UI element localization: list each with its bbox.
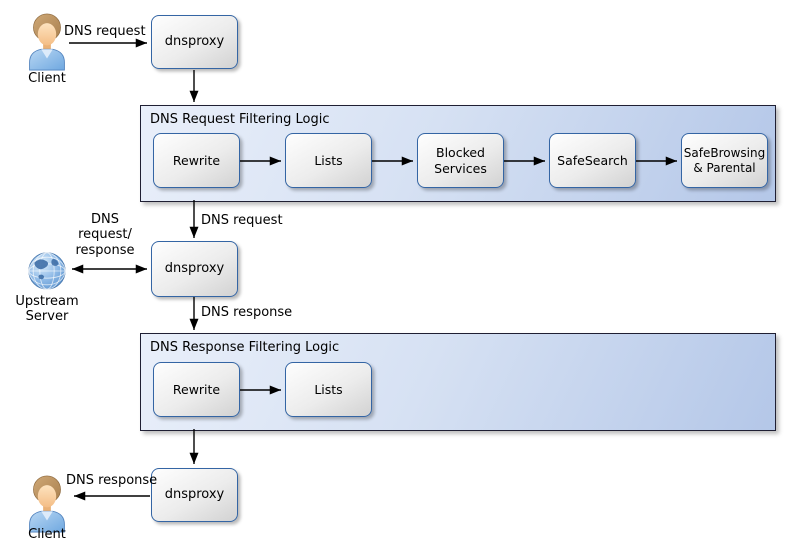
upstream-server-label: Upstream Server <box>15 294 79 325</box>
dnsproxy-top-node: dnsproxy <box>151 15 238 69</box>
edge-label-proxy-response: DNS response <box>201 305 293 320</box>
client-top-label: Client <box>28 71 66 86</box>
person-icon <box>25 474 69 534</box>
dnsproxy-bottom-node: dnsproxy <box>151 468 238 522</box>
globe-icon <box>26 250 68 292</box>
step-rewrite-response: Rewrite <box>153 362 240 417</box>
step-blocked-services: Blocked Services <box>417 133 504 188</box>
edge-label-client-request: DNS request <box>64 24 146 39</box>
response-filtering-title: DNS Response Filtering Logic <box>150 340 340 355</box>
edge-label-client-response: DNS response <box>66 473 158 488</box>
person-icon <box>25 12 69 72</box>
client-bottom-label: Client <box>28 527 66 542</box>
step-safesearch: SafeSearch <box>549 133 636 188</box>
step-lists-request: Lists <box>285 133 372 188</box>
response-filtering-container: DNS Response Filtering Logic <box>140 333 776 431</box>
step-safebrowsing-parental: SafeBrowsing & Parental <box>681 133 768 188</box>
edge-label-upstream-exchange: DNS request/ response <box>75 212 135 258</box>
edge-label-filtered-request: DNS request <box>201 213 283 228</box>
dnsproxy-middle-node: dnsproxy <box>151 241 238 297</box>
request-filtering-title: DNS Request Filtering Logic <box>150 112 330 127</box>
step-lists-response: Lists <box>285 362 372 417</box>
step-rewrite-request: Rewrite <box>153 133 240 188</box>
